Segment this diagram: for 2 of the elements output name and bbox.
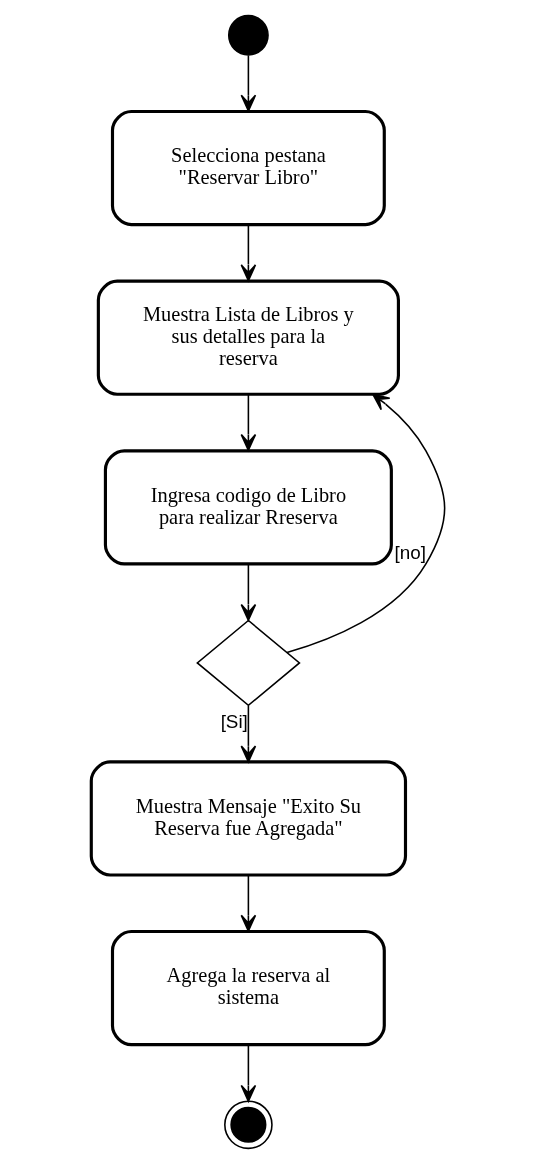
edge-label: [no] [394, 541, 426, 563]
edge-label: [Si] [220, 711, 248, 733]
